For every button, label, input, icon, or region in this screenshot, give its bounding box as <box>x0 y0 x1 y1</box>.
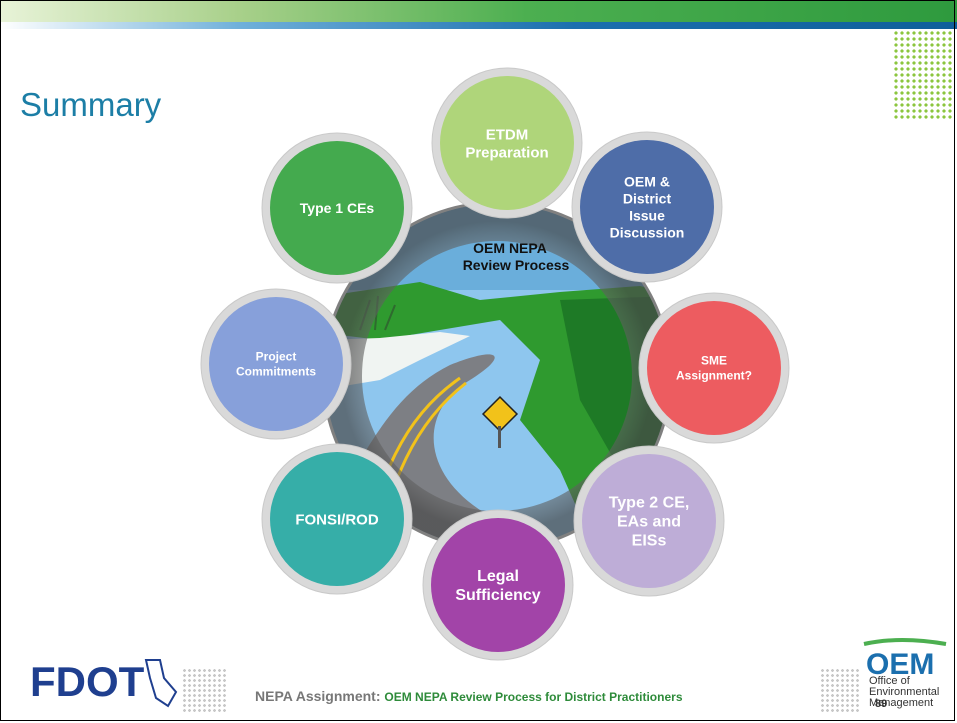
cycle-node-fill <box>582 454 716 588</box>
cycle-node-type1: Type 1 CEs <box>261 132 413 284</box>
dot-pattern-top-right <box>893 30 955 120</box>
oem-sub-line-3: Management <box>869 697 934 709</box>
cycle-node-fill <box>647 301 781 435</box>
cycle-node-label: Sufficiency <box>455 587 540 604</box>
cycle-node-label: Project <box>256 350 297 364</box>
footer-dot-pattern-right <box>820 668 860 712</box>
oem-sub-line-1: Office of <box>869 675 910 687</box>
cycle-node-fonsi: FONSI/ROD <box>261 443 413 595</box>
footer-prefix: NEPA Assignment: <box>255 688 381 704</box>
oem-sub-line-2: Environmental <box>869 686 940 698</box>
fdot-logo: FDOT <box>30 658 178 708</box>
cycle-node-fill <box>580 140 714 274</box>
cycle-node-label: SME <box>701 354 727 368</box>
footer-text: NEPA Assignment: OEM NEPA Review Process… <box>255 688 683 704</box>
cycle-node-label: Preparation <box>465 144 548 161</box>
cycle-node-label: FONSI/ROD <box>295 511 379 528</box>
slide-title: Summary <box>20 86 162 123</box>
cycle-node-fill <box>270 452 404 586</box>
cycle-node-fill <box>270 141 404 275</box>
center-label-line-2: Review Process <box>463 257 570 273</box>
top-green-bar <box>0 0 957 22</box>
cycle-node-label: ETDM <box>486 126 529 143</box>
center-label-line-1: OEM NEPA <box>473 240 547 256</box>
cycle-node-label: OEM & <box>624 173 670 189</box>
cycle-node-label: Legal <box>477 568 519 585</box>
oem-logo-text: OEM <box>866 648 934 681</box>
cycle-node-label: EAs and <box>617 514 681 531</box>
oem-logo: OEM <box>863 638 947 681</box>
cycle-node-label: Assignment? <box>676 369 752 383</box>
page-number: 89 <box>875 698 888 710</box>
footer-subtitle: OEM NEPA Review Process for District Pra… <box>384 690 683 704</box>
top-blue-bar <box>0 22 957 29</box>
oem-logo-subtitle: Office of Environmental Management <box>869 676 939 709</box>
cycle-node-label: Discussion <box>610 224 685 240</box>
cycle-node-label: Type 2 CE, <box>609 495 690 512</box>
cycle-node-fill <box>440 76 574 210</box>
cycle-node-label: Issue <box>629 207 665 223</box>
cycle-node-label: Commitments <box>236 365 316 379</box>
cycle-node-label: EISs <box>632 533 667 550</box>
cycle-node-label: District <box>623 190 672 206</box>
cycle-node-fill <box>209 297 343 431</box>
cycle-node-fill <box>431 518 565 652</box>
cycle-node-label: Type 1 CEs <box>300 200 375 216</box>
footer-dot-pattern-left <box>182 668 226 712</box>
fdot-logo-text: FDOT <box>30 658 145 705</box>
